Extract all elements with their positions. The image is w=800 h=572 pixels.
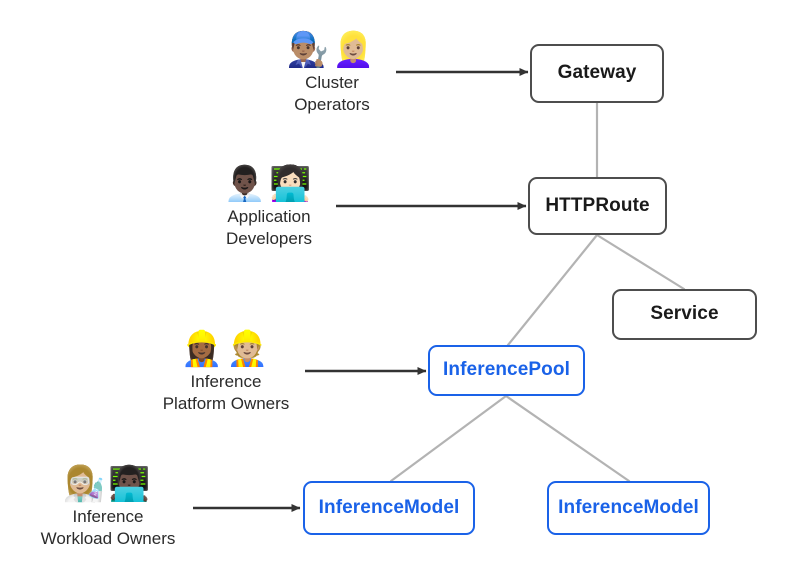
node-inferencemodel-right[interactable]: InferenceModel — [547, 481, 710, 535]
node-gateway[interactable]: Gateway — [530, 44, 664, 103]
edge-httproute-inferencepool — [506, 233, 599, 347]
node-inferencepool-label: InferencePool — [443, 359, 570, 381]
persona-inference-workload-owners: 👩🏼‍🔬👨🏿‍💻 Inference Workload Owners — [24, 464, 192, 551]
inference-platform-owners-label: Inference Platform Owners — [162, 372, 290, 414]
node-service[interactable]: Service — [612, 289, 757, 340]
node-inferencemodel-left-label: InferenceModel — [318, 496, 460, 518]
node-inferencemodel-right-label: InferenceModel — [558, 496, 699, 518]
cluster-operators-avatars: 👨🏽‍🔧👱🏼‍♀️ — [286, 30, 378, 70]
persona-cluster-operators: 👨🏽‍🔧👱🏼‍♀️ Cluster Operators — [253, 30, 411, 117]
node-inferencemodel-left[interactable]: InferenceModel — [303, 481, 475, 535]
node-httproute-label: HTTPRoute — [545, 194, 650, 216]
inference-workload-owners-avatars: 👩🏼‍🔬👨🏿‍💻 — [62, 464, 154, 504]
edge-inferencepool-model-left — [389, 394, 508, 483]
persona-inference-platform-owners: 👷🏾‍♀️👷🏼 Inference Platform Owners — [145, 329, 307, 416]
node-inferencepool[interactable]: InferencePool — [428, 345, 585, 396]
node-service-label: Service — [650, 303, 719, 325]
inference-workload-owners-label: Inference Workload Owners — [40, 507, 176, 549]
node-httproute[interactable]: HTTPRoute — [528, 177, 667, 235]
inference-platform-owners-avatars: 👷🏾‍♀️👷🏼 — [180, 329, 272, 369]
persona-application-developers: 👨🏿‍💼👩🏻‍💻 Application Developers — [190, 164, 348, 251]
edge-httproute-service — [595, 233, 686, 291]
application-developers-avatars: 👨🏿‍💼👩🏻‍💻 — [223, 164, 315, 204]
cluster-operators-label: Cluster Operators — [294, 73, 370, 115]
node-gateway-label: Gateway — [557, 62, 637, 84]
application-developers-label: Application Developers — [226, 207, 312, 249]
edge-inferencepool-model-right — [504, 394, 631, 483]
